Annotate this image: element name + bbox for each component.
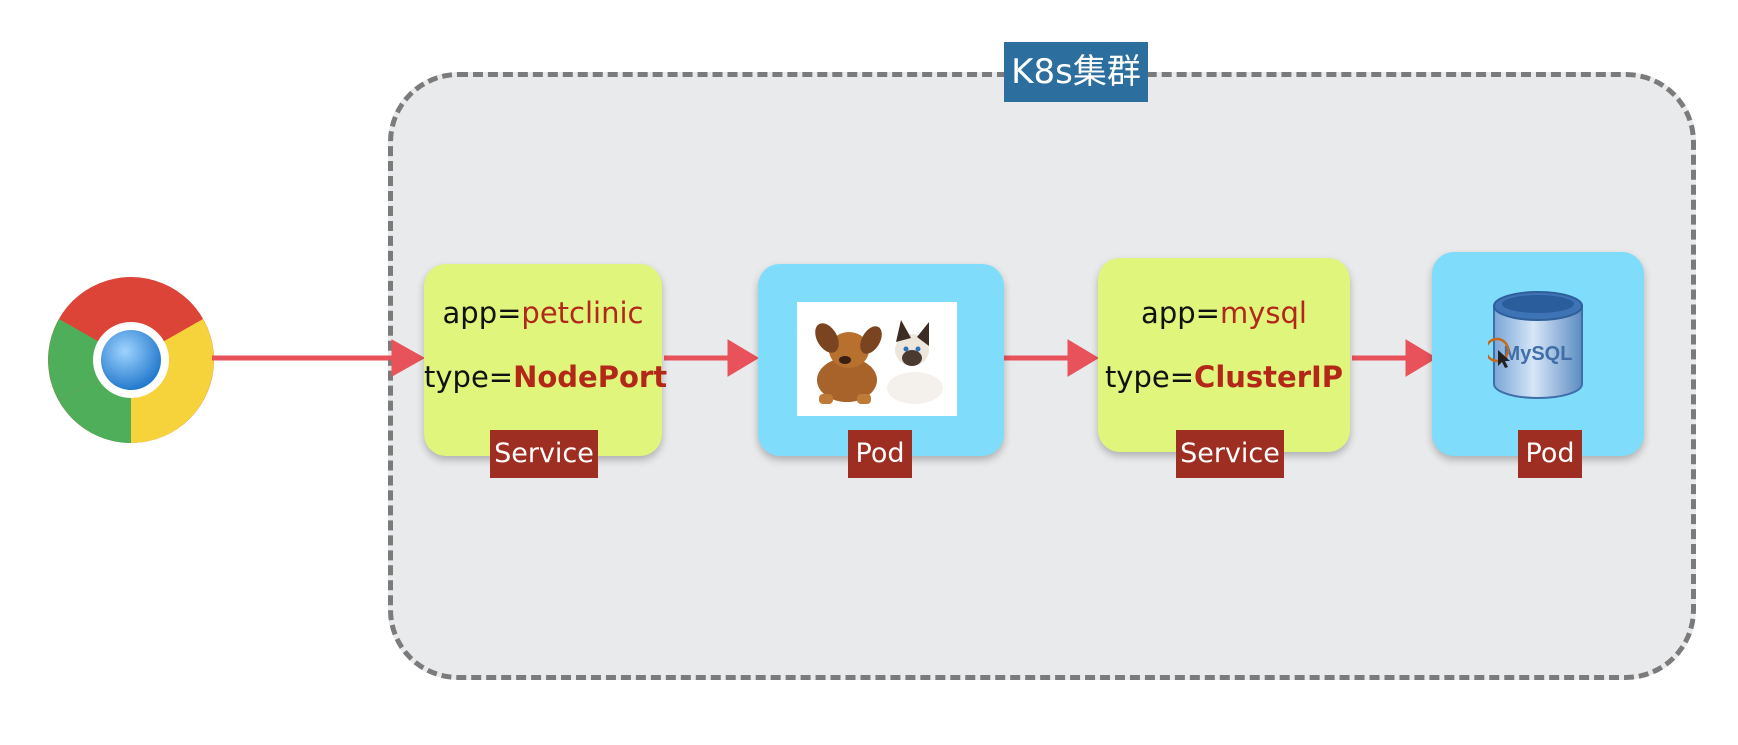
service-label: Service (490, 430, 598, 478)
service-mysql-box (1098, 258, 1350, 452)
arrow-browser-to-service (212, 339, 426, 377)
app-value: mysql (1219, 296, 1307, 330)
app-key: app= (442, 296, 522, 330)
type-key: type= (424, 360, 514, 394)
chrome-browser-icon (48, 277, 214, 443)
arrow-service-to-pod (664, 339, 759, 377)
pets-image (797, 302, 957, 416)
mysql-logo-text: MySQL (1504, 343, 1573, 365)
service-petclinic-box (424, 264, 662, 456)
type-value: ClusterIP (1194, 360, 1344, 394)
cluster-title: K8s集群 (1004, 42, 1148, 102)
service-label: Service (1176, 430, 1284, 478)
type-key: type= (1104, 360, 1195, 394)
app-value: petclinic (521, 296, 644, 330)
pod-label: Pod (1518, 430, 1582, 478)
pod-label: Pod (848, 430, 912, 478)
service-mysql-type-line: type=ClusterIP (1098, 360, 1350, 394)
arrow-service-to-mysql-pod (1352, 339, 1437, 377)
service-petclinic-app-line: app=petclinic (424, 296, 662, 330)
app-key: app= (1141, 296, 1220, 330)
service-mysql-app-line: app=mysql (1098, 296, 1350, 330)
mysql-database-icon: MySQL (1488, 291, 1583, 399)
service-petclinic-type-line: type=NodePort (424, 360, 667, 394)
arrow-pod-to-service (1004, 339, 1099, 377)
type-value: NodePort (513, 360, 668, 394)
